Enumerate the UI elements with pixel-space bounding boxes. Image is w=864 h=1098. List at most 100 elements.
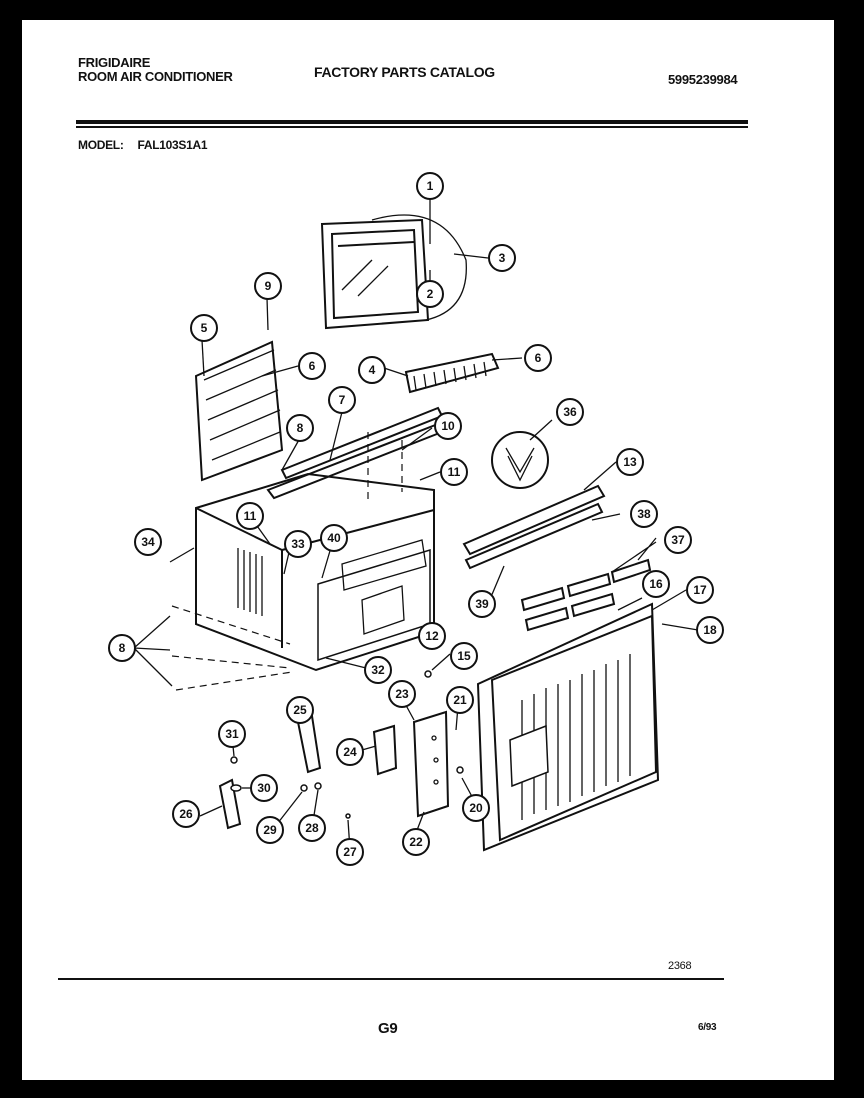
callout-37: 37 [664,526,692,554]
bracket-26 [218,778,242,830]
screw-27 [345,813,351,819]
callout-8-top: 8 [286,414,314,442]
callout-33: 33 [284,530,312,558]
callout-10: 10 [434,412,462,440]
clip-28 [314,782,322,790]
control-bracket [412,710,450,818]
callout-label: 26 [179,807,193,821]
brand-name: FRIGIDAIRE [78,55,151,70]
part-15 [424,670,432,678]
detail-36 [491,431,549,489]
callout-6-louver: 6 [524,344,552,372]
washer-30 [230,784,242,792]
callout-16: 16 [642,570,670,598]
vent-louver-rail [462,484,606,570]
callout-17: 17 [686,576,714,604]
callout-32: 32 [364,656,392,684]
footer-rule [58,978,724,980]
callout-label: 28 [305,821,319,835]
callout-4: 4 [358,356,386,384]
callout-label: 39 [475,597,489,611]
callout-24: 24 [336,738,364,766]
callout-label: 1 [427,179,434,193]
callout-label: 6 [309,359,316,373]
callout-20: 20 [462,794,490,822]
cabinet [195,472,435,672]
header-rule [76,120,748,124]
catalog-number: 5995239984 [668,72,738,87]
callout-label: 10 [441,419,455,433]
callout-label: 15 [457,649,471,663]
callout-label: 40 [327,531,341,545]
callout-11-right: 11 [440,458,468,486]
callout-label: 13 [623,455,637,469]
model-row: MODEL: FAL103S1A1 [78,138,208,152]
callout-label: 33 [291,537,305,551]
callout-28: 28 [298,814,326,842]
callout-7: 7 [328,386,356,414]
callout-5: 5 [190,314,218,342]
callout-12: 12 [418,622,446,650]
callout-label: 11 [448,465,461,479]
callout-34: 34 [134,528,162,556]
callout-label: 11 [244,509,257,523]
callout-39: 39 [468,590,496,618]
callout-label: 2 [427,287,434,301]
callout-21: 21 [446,686,474,714]
bracket-25 [296,714,322,774]
revision-date: 6/93 [698,1022,717,1033]
page-id: G9 [378,1020,398,1037]
drawing-number: 2368 [668,960,692,972]
model-label: MODEL: [78,138,124,152]
callout-label: 3 [499,251,506,265]
callout-22: 22 [402,828,430,856]
callout-23: 23 [388,680,416,708]
callout-36: 36 [556,398,584,426]
product-name: ROOM AIR CONDITIONER [78,69,233,84]
callout-31: 31 [218,720,246,748]
screw-31 [230,756,238,764]
louver-assembly [404,352,500,394]
callout-label: 18 [703,623,717,637]
callout-29: 29 [256,816,284,844]
callout-15: 15 [450,642,478,670]
callout-label: 7 [339,393,346,407]
callout-label: 23 [395,687,409,701]
callout-38: 38 [630,500,658,528]
model-number: FAL103S1A1 [137,138,208,152]
callout-label: 31 [225,727,239,741]
callout-8-side: 8 [108,634,136,662]
callout-3: 3 [488,244,516,272]
callout-11-left: 11 [236,502,264,530]
callout-40: 40 [320,524,348,552]
callout-label: 8 [297,421,304,435]
air-filter [194,340,284,482]
callout-label: 36 [563,405,577,419]
callout-label: 27 [343,845,357,859]
brand-block: FRIGIDAIRE ROOM AIR CONDITIONER [78,56,233,84]
catalog-title: FACTORY PARTS CATALOG [314,64,495,80]
callout-label: 8 [119,641,126,655]
knob-assembly [372,724,398,776]
callout-label: 34 [141,535,155,549]
callout-label: 5 [201,321,208,335]
callout-2: 2 [416,280,444,308]
callout-label: 22 [409,835,423,849]
callout-label: 17 [693,583,707,597]
louver-blades [520,558,652,632]
part-20 [456,766,464,774]
exploded-parts-diagram: 1 2 3 4 5 6 6 7 8 8 9 10 11 11 12 13 15 … [108,172,724,866]
catalog-page: FRIGIDAIRE ROOM AIR CONDITIONER FACTORY … [22,20,834,1080]
callout-26: 26 [172,800,200,828]
front-panel-top [320,214,467,330]
callout-label: 4 [369,363,376,377]
callout-label: 24 [343,745,357,759]
callout-label: 21 [453,693,467,707]
callout-label: 38 [637,507,651,521]
callout-label: 29 [263,823,277,837]
callout-label: 30 [257,781,271,795]
callout-13: 13 [616,448,644,476]
callout-label: 16 [649,577,663,591]
callout-18: 18 [696,616,724,644]
callout-label: 20 [469,801,483,815]
